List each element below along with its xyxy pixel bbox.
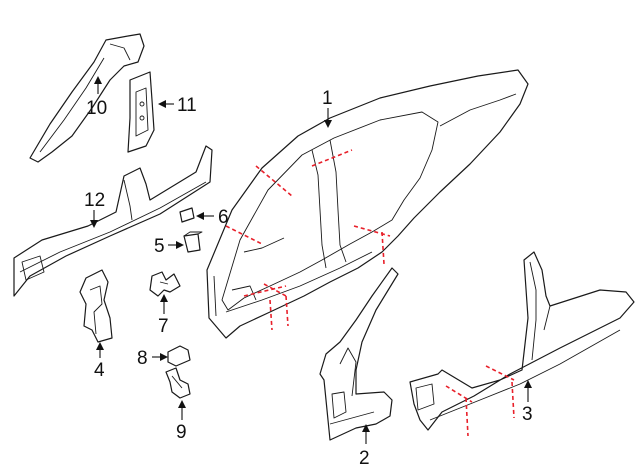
part-1-body-side-panel[interactable]: [206, 69, 529, 339]
leader-3: [524, 380, 532, 402]
leader-9: [178, 400, 186, 420]
part-3-rocker-sill[interactable]: [409, 251, 635, 431]
part-2-front-pillar[interactable]: [319, 267, 399, 441]
callout-6: 6: [218, 207, 229, 228]
callout-11: 11: [177, 95, 197, 116]
part-5-block[interactable]: [183, 231, 203, 253]
leader-2: [362, 424, 370, 444]
part-4-bracket[interactable]: [79, 269, 113, 343]
leader-8: [152, 353, 168, 361]
part-11-pillar-reinforcement[interactable]: [127, 71, 155, 153]
callout-1: 1: [322, 88, 333, 109]
leader-12: [90, 210, 98, 228]
cut-lines: [225, 149, 515, 437]
callout-2: 2: [359, 448, 370, 469]
leader-11: [158, 100, 174, 108]
part-8-clip[interactable]: [167, 345, 191, 367]
part-10-windshield-pillar[interactable]: [29, 33, 145, 163]
leader-10: [94, 76, 102, 94]
part-9-reinforcement[interactable]: [165, 367, 191, 399]
callout-5: 5: [154, 236, 165, 257]
leader-1: [324, 108, 332, 128]
part-12-rocker-inner[interactable]: [13, 145, 213, 297]
leader-7: [160, 294, 168, 314]
leader-4: [96, 342, 104, 358]
leader-6: [196, 212, 214, 220]
callout-8: 8: [137, 348, 148, 369]
callout-10: 10: [86, 98, 107, 119]
part-6-patch[interactable]: [179, 207, 195, 223]
part-7-bracket[interactable]: [149, 271, 181, 297]
leader-5: [168, 241, 184, 249]
callout-7: 7: [158, 316, 169, 337]
callout-labels: 1 2 3 4 5 6 7 8 9 10 11 12: [84, 88, 533, 469]
callout-3: 3: [522, 404, 533, 425]
callout-12: 12: [84, 190, 105, 211]
leader-lines: [90, 76, 532, 444]
callout-4: 4: [94, 360, 105, 381]
callout-9: 9: [176, 422, 187, 443]
